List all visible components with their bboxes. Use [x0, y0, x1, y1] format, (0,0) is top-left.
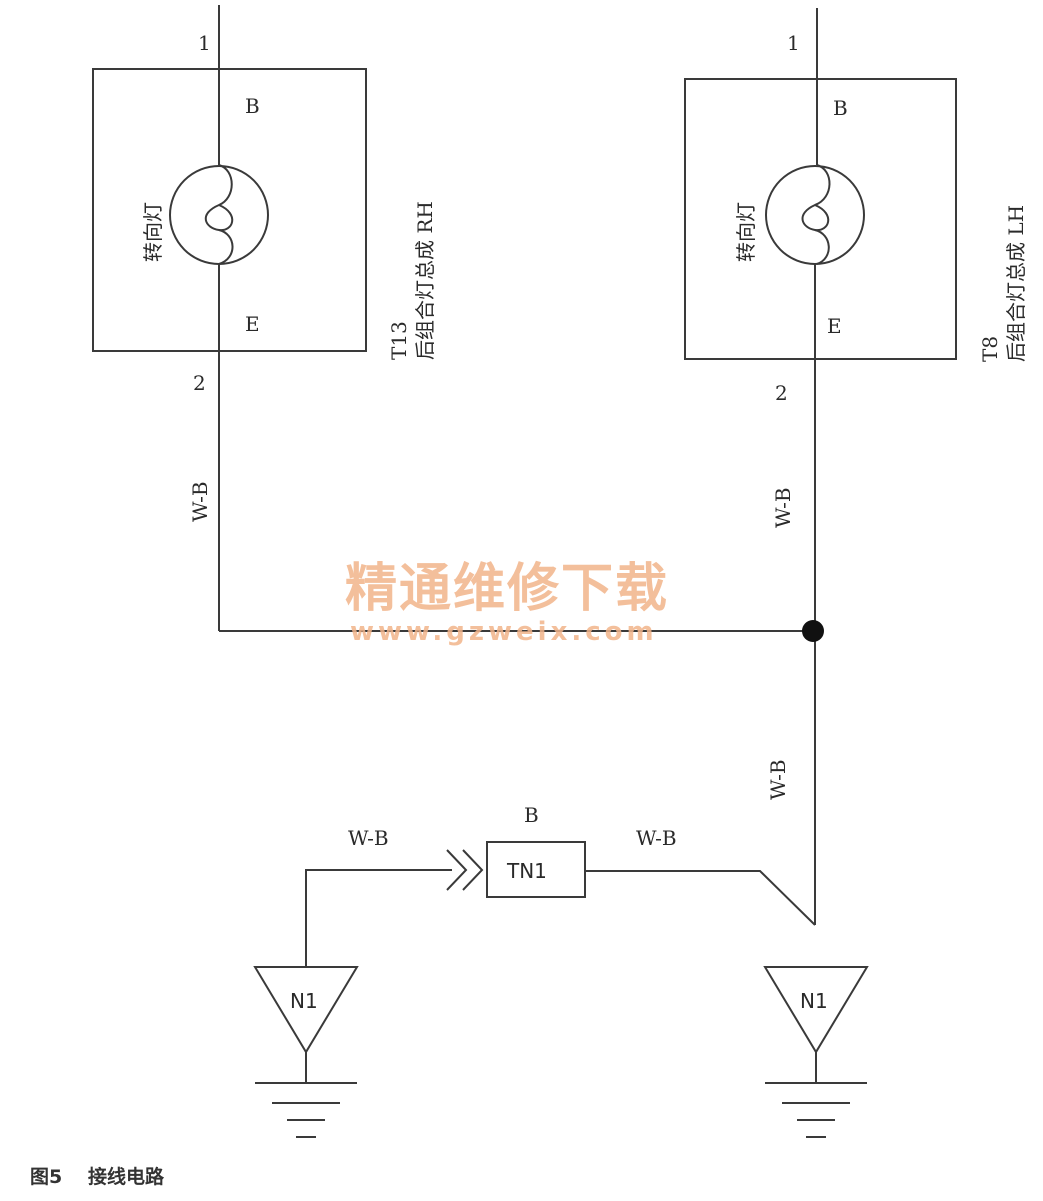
wire-label-connector-right: W-B	[636, 826, 677, 850]
wire-label-rh: W-B	[188, 481, 212, 522]
pin-1-lh: 1	[787, 31, 800, 55]
wire-right-branch	[585, 870, 816, 926]
watermark-title: 精通维修下载	[345, 559, 669, 619]
figure-title: 接线电路	[88, 1165, 165, 1188]
connector-branch: W-B B TN1 W-B	[305, 803, 816, 968]
pin-2-lh: 2	[775, 381, 788, 405]
bulb-filament-rh-2	[218, 229, 234, 265]
lamp-id-rh: T13	[387, 321, 411, 360]
wire-label-connector-left: W-B	[348, 826, 389, 850]
lamp-name-lh: 后组合灯总成 LH	[1004, 205, 1028, 362]
bulb-filament-lh-2	[814, 229, 830, 265]
pin-1-rh: 1	[198, 31, 211, 55]
bulb-filament-rh	[204, 164, 234, 232]
wire-label-trunk: W-B	[766, 759, 790, 800]
lamp-name-rh: 后组合灯总成 RH	[413, 201, 437, 360]
lamp-assembly-rh: 1 B E 2 转向灯 T13 后组合灯总成 RH W-B	[92, 5, 437, 631]
terminal-e-lh: E	[827, 314, 842, 338]
ground-triangle-right	[763, 966, 869, 1054]
bulb-rh	[169, 165, 269, 265]
bulb-label-lh: 转向灯	[734, 202, 758, 262]
ground-label-right: N1	[800, 989, 828, 1013]
terminal-e-rh: E	[245, 312, 260, 336]
lamp-box-rh	[92, 68, 367, 352]
lamp-assembly-lh: 1 B E 2 转向灯 T8 后组合灯总成 LH W-B	[684, 8, 1028, 925]
splice-point	[802, 620, 824, 642]
connector-color: B	[524, 803, 539, 827]
wire-label-lh: W-B	[771, 487, 795, 528]
figure-number: 图5	[30, 1166, 62, 1188]
pin-2-rh: 2	[193, 371, 206, 395]
connector-tn1	[486, 841, 586, 898]
watermark-url: www.gzweix.com	[350, 617, 658, 647]
terminal-b-lh: B	[833, 96, 848, 120]
ground-label-left: N1	[290, 989, 318, 1013]
connector-chevron-1	[446, 849, 468, 891]
ground-n1-left: N1	[253, 966, 359, 1138]
ground-n1-right: N1	[763, 966, 869, 1138]
ground-triangle-left	[253, 966, 359, 1054]
bulb-label-rh: 转向灯	[141, 202, 165, 262]
connector-id: TN1	[506, 859, 547, 883]
lamp-id-lh: T8	[978, 336, 1002, 362]
terminal-b-rh: B	[245, 94, 260, 118]
connector-chevron-2	[462, 849, 484, 891]
wire-left-branch	[305, 869, 452, 968]
bulb-filament-lh	[801, 164, 831, 232]
lamp-box-lh	[684, 78, 957, 360]
bulb-lh	[765, 165, 865, 265]
